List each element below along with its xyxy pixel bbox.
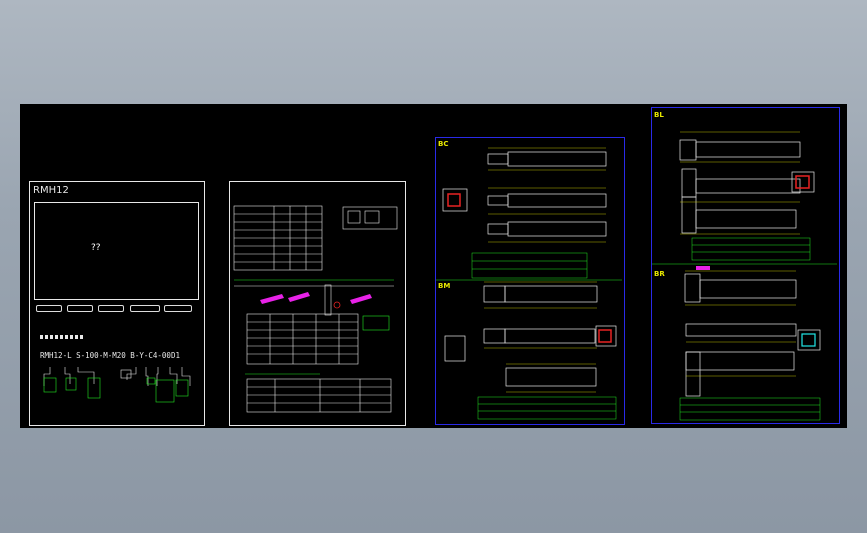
- sheet-1-frame: RMH12 ?? RMH12-L S-100-M-M20 B-Y-C4-00D1: [29, 181, 205, 426]
- option-button-1: [36, 305, 62, 312]
- view-label-bm: BM: [438, 282, 451, 290]
- product-image-box: ??: [34, 202, 199, 300]
- sheet-3-dimensions: [484, 147, 606, 393]
- sheet-2-frame: [229, 181, 406, 426]
- sheet-3-frame: BC BM: [435, 137, 625, 425]
- image-placeholder: ??: [91, 243, 101, 253]
- option-button-2: [67, 305, 93, 312]
- sheet-4-dimensions: [680, 131, 800, 377]
- option-button-3: [98, 305, 124, 312]
- view-label-bl: BL: [654, 111, 664, 119]
- sheet-1-option-tables: [43, 369, 189, 403]
- view-label-br: BR: [654, 270, 665, 278]
- model-code: RMH12-L S-100-M-M20 B-Y-C4-00D1: [40, 351, 180, 360]
- sheet-4-highlights: [696, 266, 710, 270]
- order-heading-bar: [40, 335, 85, 339]
- cad-model-space[interactable]: RMH12 ?? RMH12-L S-100-M-M20 B-Y-C4-00D1…: [20, 104, 847, 428]
- sheet-2-drawings: [233, 205, 398, 413]
- sheet-4-motor-flanges: [795, 175, 816, 347]
- sheet-4-frame: BL BR: [651, 107, 840, 424]
- cad-linework: [43, 131, 837, 421]
- sheet-1-title: RMH12: [33, 185, 69, 196]
- sheet-3-dimension-tables: [471, 252, 617, 420]
- sheet-3-motor-flanges: [447, 193, 612, 343]
- sheet-4-actuator-views: [679, 139, 821, 397]
- view-label-bc: BC: [438, 140, 449, 148]
- option-button-5: [164, 305, 192, 312]
- option-button-4: [130, 305, 160, 312]
- sheet-2-load-diagrams: [260, 292, 372, 304]
- sheet-4-dimension-tables: [679, 237, 821, 421]
- sheet-3-actuator-views: [442, 151, 617, 387]
